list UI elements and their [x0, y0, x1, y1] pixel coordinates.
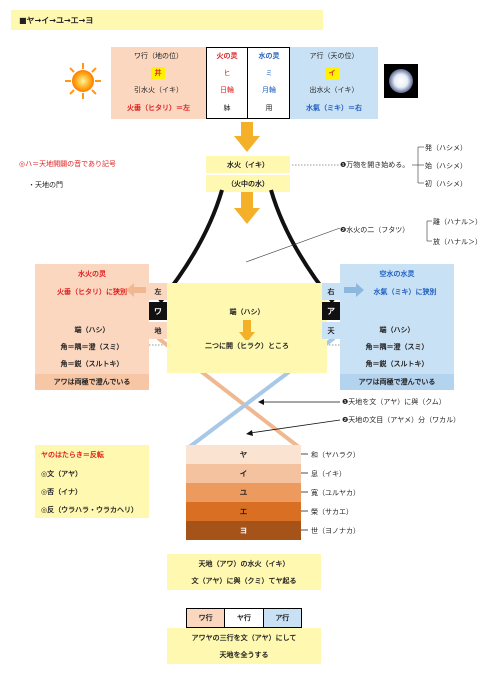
stripe-ya: ヤ [186, 445, 301, 464]
hatsu-label: 発（ハシメ） [425, 144, 467, 152]
row-wa: ワ行 [187, 609, 226, 627]
header-title: ■ヤ→イ→ユ→エ→ヨ [19, 15, 94, 25]
water-column [248, 47, 290, 119]
stripe-yu: ユ [186, 483, 301, 502]
left-footer: アワは両極で澄んでいる [35, 374, 149, 390]
hataraki-title-text: ヤのはたらき＝反転 [41, 451, 104, 459]
left-ha: 端（ハシ） [74, 326, 110, 334]
stripe-e: エ [186, 502, 301, 521]
suika-box: 水火（イキ） [206, 156, 290, 173]
tenchi-gate: ・天地の門 [28, 181, 63, 189]
conclusion-line1-text: アワヤの三行を文（アヤ）にして [191, 633, 297, 642]
stripe-label-i: 息（イキ） [311, 470, 346, 478]
suika-mid-box: （火中の水） [206, 175, 290, 192]
banbutsu-label: ❶万物を開き始める。 [340, 161, 410, 169]
bottom-box-1 [167, 554, 321, 590]
right-tag-mid: ア [322, 302, 340, 320]
left-tag-top: 左 [149, 283, 167, 300]
row-a: ア行 [263, 609, 301, 627]
right-panel-title: 空水の水灵 [379, 270, 415, 278]
fire-nichirin: 日輪 [220, 86, 234, 94]
conclusion-line1: アワヤの三行を文（アヤ）にして [167, 630, 321, 645]
right-footer: アワは両極で澄んでいる [340, 374, 454, 390]
right-ha: 端（ハシ） [379, 326, 415, 334]
wa-i-box: 井 [151, 67, 165, 79]
right-surudoki: 角＝鋭（スルトキ） [365, 360, 429, 368]
shi-label: 始（ハシメ） [425, 162, 467, 170]
right-sumi: 角＝隅＝澄（スミ） [365, 343, 429, 351]
down-arrow-icon [234, 122, 260, 152]
ha-note: ◎ハ＝天地開闢の音であり記号 [19, 159, 116, 169]
fire-title: 火の灵 [216, 52, 238, 60]
hataraki-ina: ◎否（イナ） [41, 488, 82, 496]
stripe-kana: イ [239, 469, 248, 478]
fire-tai: 躰 [223, 104, 231, 112]
stripe-label-yu: 寛（ユルヤカ） [311, 489, 360, 497]
fire-column [206, 47, 248, 119]
hou-label: 放（ハナル＞） [433, 238, 482, 246]
water-getsurin: 月輪 [262, 86, 276, 94]
left-panel [35, 264, 149, 390]
right-arrow-icon [344, 283, 364, 297]
right-panel-sub: 水氣（ミキ）に狭別 [373, 288, 437, 296]
wa-ikisui: 引水火（イキ） [134, 86, 183, 94]
left-arrow-icon [126, 283, 146, 297]
water-you: 用 [265, 104, 273, 112]
a-ikisui: 出水火（イキ） [309, 86, 359, 94]
suika-label: 水火（イキ） [227, 160, 269, 169]
stripe-label-yo: 世（ヨノナカ） [311, 527, 360, 535]
wa-column-title: ワ行（地の位） [134, 52, 183, 60]
a-column [290, 47, 378, 119]
futatsu-label: ❷水火の二（フタツ） [340, 226, 410, 234]
a-column-title: ア行（天の位） [309, 52, 359, 60]
bottom-line1: 天地（アワ）の水火（イキ） [198, 559, 290, 568]
conclusion-box [167, 628, 321, 664]
a-i-box: イ [325, 67, 339, 79]
right-tag-bot: 天 [322, 322, 340, 339]
moon-icon [384, 64, 418, 98]
stripe-label-e: 榮（サカエ） [311, 508, 353, 516]
ha-note-text: ◎ハ＝天地開闢の音であり記号 [19, 160, 117, 168]
water-title: 水の灵 [258, 52, 280, 60]
right-panel [340, 264, 454, 390]
hataraki-title: ヤのはたらき＝反転 [41, 450, 104, 460]
stripe-kana: エ [239, 507, 248, 516]
bottom-line2: 文（アヤ）に與（クミ）てヤ起る [191, 576, 297, 585]
row-table: ワ行 ヤ行 ア行 [186, 608, 302, 628]
left-sumi: 角＝隅＝澄（スミ） [60, 343, 124, 351]
ri-label: 離（ハナル＞） [433, 218, 482, 226]
left-tag-bot: 地 [149, 322, 167, 339]
stripe-kana: ユ [239, 488, 248, 497]
left-surudoki: 角＝鋭（スルトキ） [60, 360, 124, 368]
hataraki-aya: ◎文（アヤ） [41, 470, 83, 478]
fire-hi: ヒ [223, 69, 231, 77]
left-panel-title: 水火の灵 [78, 270, 106, 278]
hataraki-box [35, 445, 149, 518]
stripe-yo: ヨ [186, 521, 301, 540]
conclusion-line2: 天地を全うする [219, 650, 269, 659]
hataraki-hen: ◎反（ウラハラ・ウラカヘリ） [41, 506, 139, 514]
row-ya: ヤ行 [225, 609, 264, 627]
stripe-label-ya: 和（ヤハラク） [311, 451, 360, 459]
wa-column [111, 47, 206, 119]
middle-ha: 端（ハシ） [210, 305, 284, 319]
right-tag-top: 右 [322, 283, 340, 300]
down-arrow-icon [239, 320, 255, 342]
stripe-kana: ヨ [239, 526, 248, 535]
suika-mid-label: （火中の水） [227, 179, 269, 188]
header-bar: ■ヤ→イ→ユ→エ→ヨ [11, 10, 323, 30]
middle-hiraku: 二つに開（ヒラク）ところ [190, 340, 304, 352]
weave-wakaru: ❷天地の文目（アヤメ）分（ワカル） [342, 416, 461, 424]
sun-icon [64, 62, 102, 100]
left-panel-sub: 火垂（ヒタリ）に狭別 [57, 288, 127, 296]
left-tag-mid: ワ [149, 302, 167, 320]
stripe-i: イ [186, 464, 301, 483]
wa-hitari: 火垂（ヒタリ）＝左 [127, 104, 190, 112]
down-arrow-icon [234, 190, 260, 224]
sho-label: 初（ハシメ） [425, 180, 467, 188]
stripe-kana: ヤ [239, 450, 248, 459]
a-miki: 水氣（ミキ）＝右 [306, 104, 362, 112]
weave-kumu: ❶天地を文（アヤ）に與（クム） [342, 398, 446, 406]
water-mi: ミ [265, 69, 273, 77]
